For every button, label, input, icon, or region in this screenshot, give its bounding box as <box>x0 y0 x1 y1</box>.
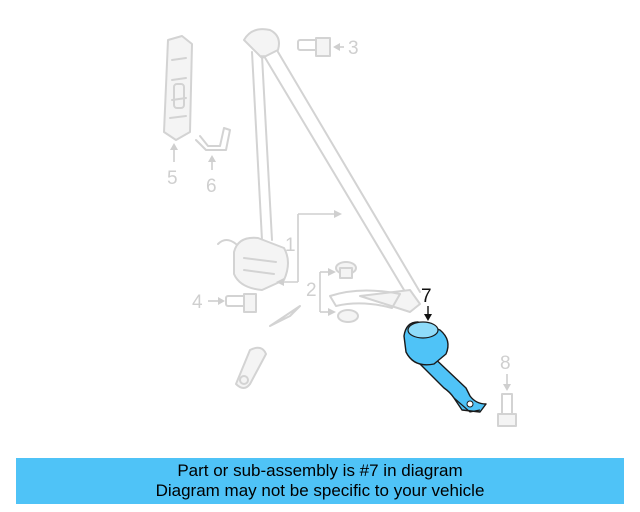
callout-8-label: 8 <box>500 353 511 374</box>
callout-6-label: 6 <box>206 176 217 197</box>
callout-5-label: 5 <box>167 168 178 189</box>
part-6-clip <box>195 127 231 151</box>
part-2-anchor-hardware <box>269 261 401 327</box>
callout-6: 6 <box>206 155 217 197</box>
callout-7-label: 7 <box>421 286 432 307</box>
callout-2-label: 2 <box>306 280 317 301</box>
callout-5: 5 <box>167 143 178 189</box>
callout-2: 2 <box>306 268 336 316</box>
part-5-adjuster-rail <box>163 35 193 141</box>
callout-4-label: 4 <box>192 292 203 313</box>
lower-anchor-plate <box>235 346 267 389</box>
banner-line-part-number: Part or sub-assembly is #7 in diagram <box>177 461 463 480</box>
callout-3: 3 <box>333 38 359 59</box>
part-8-bolt <box>497 393 517 427</box>
callout-7: 7 <box>421 286 432 321</box>
parts-diagram: 5 6 1 3 <box>163 28 517 427</box>
part-3-bolt <box>297 37 331 57</box>
info-banner <box>16 458 624 504</box>
callout-4: 4 <box>192 292 225 313</box>
part-4-bolt <box>225 293 257 313</box>
part-7-seat-belt-buckle[interactable] <box>403 321 487 413</box>
part-1-belt-assembly <box>217 28 421 313</box>
callout-3-label: 3 <box>348 38 359 59</box>
info-banner-text: Part or sub-assembly is #7 in diagram Di… <box>16 458 624 504</box>
banner-line-disclaimer: Diagram may not be specific to your vehi… <box>155 481 485 500</box>
callout-1: 1 <box>276 210 342 286</box>
callout-1-label: 1 <box>285 235 296 256</box>
callout-8: 8 <box>500 353 511 391</box>
